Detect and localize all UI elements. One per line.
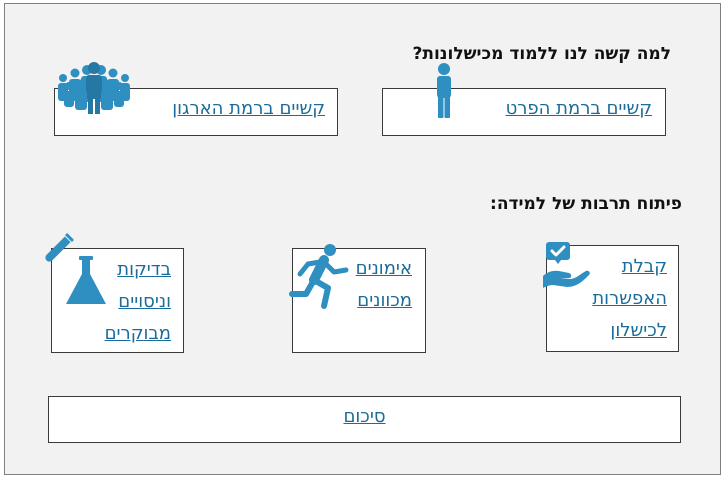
organization-difficulties-box[interactable]: קשיים ברמת הארגון — [54, 88, 338, 136]
group-of-people-icon — [55, 62, 133, 116]
accept-failure-line-2[interactable]: האפשרות — [592, 288, 667, 309]
organization-difficulties-link[interactable]: קשיים ברמת הארגון — [172, 98, 325, 119]
accept-failure-box[interactable]: קבלת האפשרות לכישלון — [546, 245, 679, 352]
hand-with-check-icon — [541, 240, 599, 298]
lab-flask-icon — [35, 232, 111, 308]
personal-difficulties-box[interactable]: קשיים ברמת הפרט — [382, 88, 666, 136]
experiments-line-1[interactable]: בדיקות — [117, 259, 171, 280]
heading-why-hard: למה קשה לנו ללמוד מכישלונות? — [412, 44, 671, 64]
summary-link[interactable]: סיכום — [343, 406, 386, 427]
summary-box[interactable]: סיכום — [48, 396, 681, 443]
experiments-line-2[interactable]: וניסויים — [118, 291, 171, 312]
slide: למה קשה לנו ללמוד מכישלונות? קשיים ברמת … — [4, 3, 721, 475]
personal-difficulties-link[interactable]: קשיים ברמת הפרט — [505, 98, 652, 119]
experiments-box[interactable]: בדיקות וניסויים מבוקרים — [51, 248, 184, 353]
training-box[interactable]: אימונים מכוונים — [292, 248, 426, 353]
training-line-2[interactable]: מכוונים — [357, 290, 412, 311]
experiments-link[interactable]: בדיקות וניסויים מבוקרים — [105, 254, 171, 350]
accept-failure-link[interactable]: קבלת האפשרות לכישלון — [592, 251, 667, 347]
person-icon — [434, 62, 454, 120]
running-person-icon — [288, 242, 350, 312]
training-line-1[interactable]: אימונים — [355, 258, 412, 279]
accept-failure-line-1[interactable]: קבלת — [621, 256, 667, 277]
accept-failure-line-3[interactable]: לכישלון — [610, 320, 667, 341]
experiments-line-3[interactable]: מבוקרים — [104, 323, 171, 344]
training-link[interactable]: אימונים מכוונים — [356, 253, 412, 317]
heading-culture: פיתוח תרבות של למידה: — [490, 194, 682, 214]
